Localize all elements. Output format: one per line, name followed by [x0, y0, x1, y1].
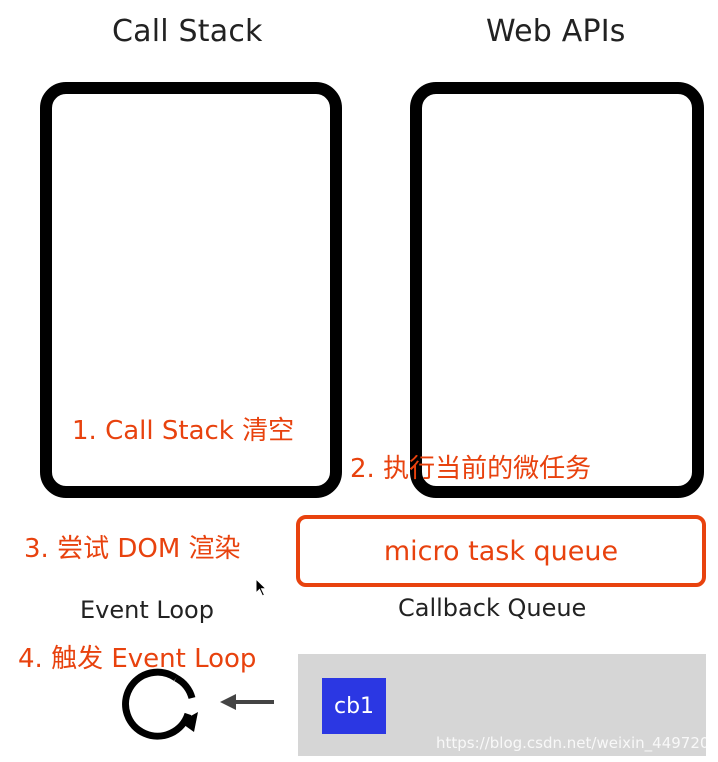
callback-queue: cb1 https://blog.csdn.net/weixin_4497200… — [298, 654, 718, 756]
callback-queue-item: cb1 — [322, 678, 386, 734]
step-2-label: 2. 执行当前的微任务 — [350, 454, 592, 484]
cursor-icon — [255, 578, 268, 597]
callback-queue-label: Callback Queue — [398, 594, 587, 622]
web-apis-title: Web APIs — [486, 14, 626, 49]
web-apis-box — [410, 82, 704, 498]
step-4-label: 4. 触发 Event Loop — [18, 644, 257, 674]
micro-task-queue-label: micro task queue — [383, 535, 619, 567]
call-stack-box — [40, 82, 342, 498]
event-loop-label: Event Loop — [80, 596, 214, 624]
step-3-label: 3. 尝试 DOM 渲染 — [24, 534, 241, 564]
loop-icon — [122, 668, 198, 740]
call-stack-title: Call Stack — [112, 14, 263, 49]
step-1-label: 1. Call Stack 清空 — [72, 416, 295, 446]
arrow-left-icon — [220, 694, 274, 710]
watermark: https://blog.csdn.net/weixin_44972008 — [436, 734, 718, 752]
micro-task-queue: micro task queue — [296, 515, 706, 587]
